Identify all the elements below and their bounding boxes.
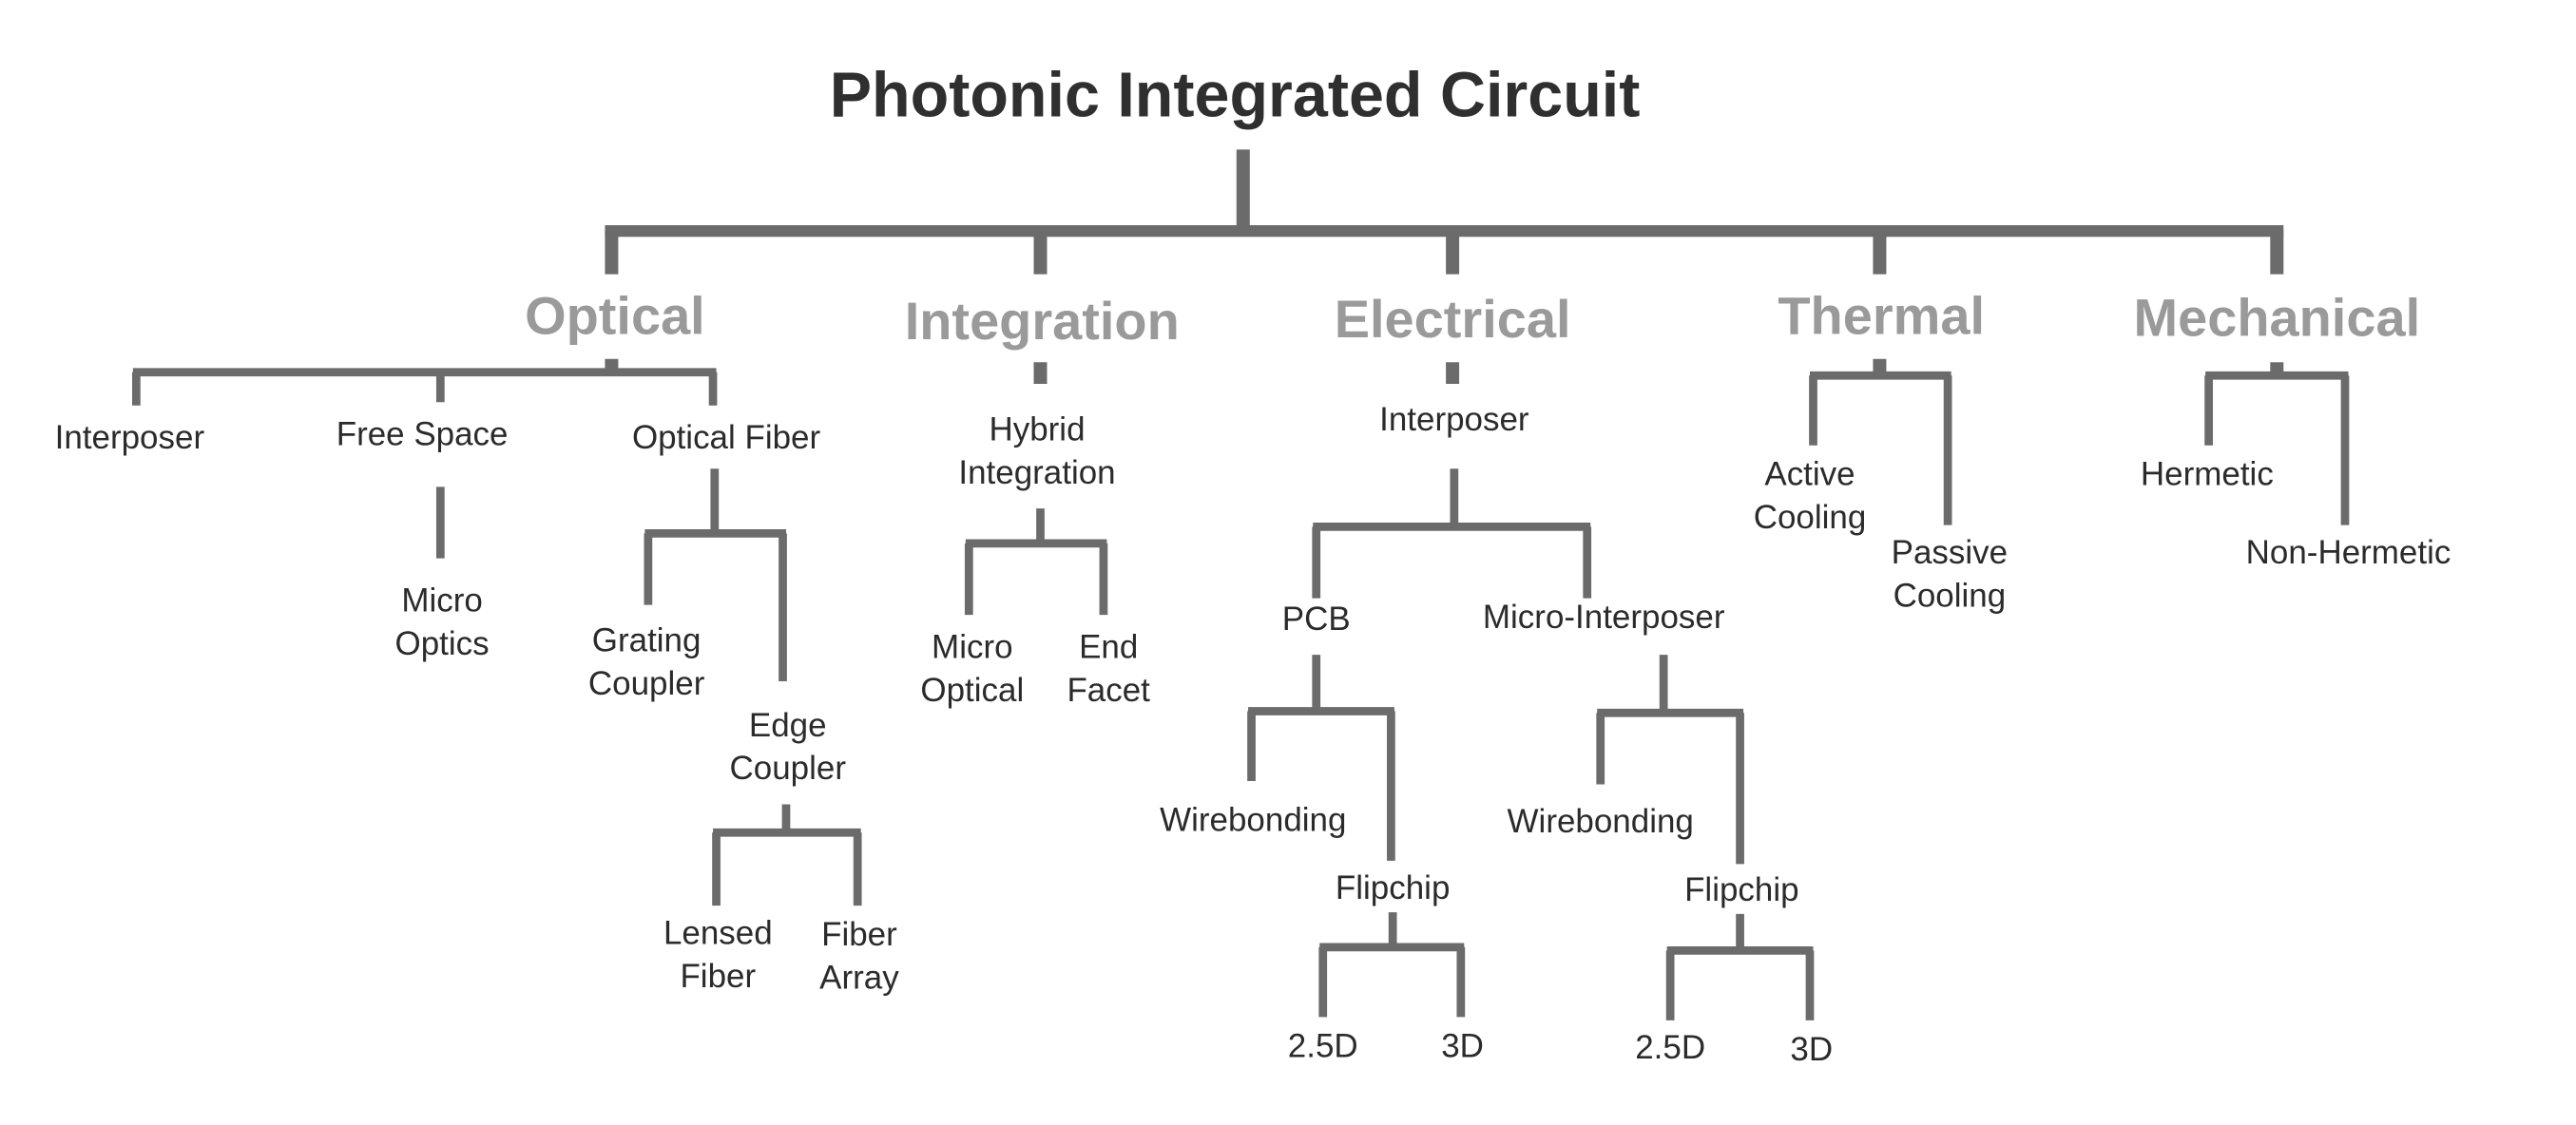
node-hermetic: Hermetic (2140, 456, 2274, 494)
node-pcb: PCB (1281, 601, 1351, 639)
node-optical-fiber: Optical Fiber (631, 420, 821, 457)
category-optical: Optical (525, 285, 705, 346)
node-micro-interposer: Micro-Interposer (1482, 600, 1725, 637)
node-pcb-wirebonding: Wirebonding (1160, 802, 1347, 840)
node-pcb-3d: 3D (1441, 1028, 1484, 1066)
node-mi-wirebonding: Wirebonding (1507, 804, 1694, 841)
node-optical-interposer: Interposer (54, 420, 205, 457)
node-mi-2-5d: 2.5D (1635, 1030, 1706, 1067)
category-mechanical: Mechanical (2133, 287, 2421, 348)
node-electrical-interposer: Interposer (1379, 402, 1529, 439)
diagram-title: Photonic Integrated Circuit (829, 61, 1641, 132)
category-thermal: Thermal (1778, 285, 1986, 346)
node-pcb-2-5d: 2.5D (1287, 1028, 1358, 1066)
node-non-hermetic: Non-Hermetic (2245, 535, 2451, 572)
node-pcb-flipchip: Flipchip (1335, 870, 1451, 907)
node-mi-3d: 3D (1790, 1032, 1834, 1069)
node-mi-flipchip: Flipchip (1684, 872, 1799, 909)
category-electrical: Electrical (1334, 289, 1571, 350)
node-free-space: Free Space (336, 416, 509, 454)
category-integration: Integration (904, 291, 1180, 352)
